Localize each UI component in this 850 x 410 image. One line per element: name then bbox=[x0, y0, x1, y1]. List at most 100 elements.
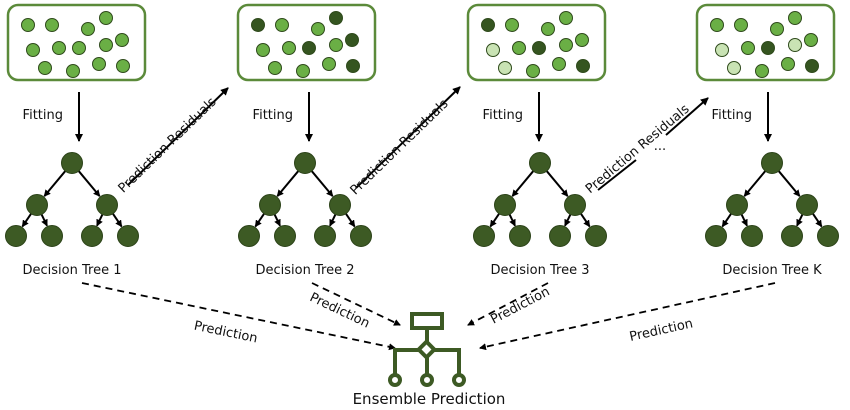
data-point bbox=[804, 33, 818, 47]
data-point bbox=[296, 64, 310, 78]
prediction-arrow-2: Prediction bbox=[307, 282, 401, 332]
tree-leaf-node bbox=[81, 225, 103, 247]
data-point bbox=[505, 18, 519, 32]
data-point bbox=[322, 57, 336, 71]
prediction-arrow-3: Prediction bbox=[467, 282, 552, 328]
prediction-arrow-line bbox=[467, 282, 549, 326]
data-point bbox=[38, 61, 52, 75]
data-point bbox=[552, 57, 566, 71]
tree-internal-node bbox=[796, 194, 818, 216]
decision-tree bbox=[238, 152, 372, 247]
data-point bbox=[805, 59, 819, 73]
data-point bbox=[99, 11, 113, 25]
residual-arrow-line bbox=[665, 97, 709, 136]
tree-leaf-node bbox=[41, 225, 63, 247]
ensemble-left-branch bbox=[393, 348, 419, 376]
tree-edge bbox=[545, 170, 569, 197]
decision-tree bbox=[473, 152, 607, 247]
data-point bbox=[346, 59, 360, 73]
tree-edge bbox=[273, 214, 281, 227]
residual-arrow-label: Prediction Residuals bbox=[116, 95, 220, 197]
data-point bbox=[710, 18, 724, 32]
data-point bbox=[99, 38, 113, 52]
tree-internal-node bbox=[26, 194, 48, 216]
data-point bbox=[21, 18, 35, 32]
tree-internal-node bbox=[494, 194, 516, 216]
data-point bbox=[559, 38, 573, 52]
residual-arrow-line bbox=[355, 86, 461, 189]
fitting-label: Fitting bbox=[253, 108, 293, 123]
tree-edge bbox=[310, 170, 334, 197]
residual-arrow-label: Prediction Residuals bbox=[348, 97, 452, 199]
tree-edge bbox=[489, 213, 500, 228]
tree-root-node bbox=[294, 152, 316, 174]
data-point bbox=[345, 33, 359, 47]
prediction-arrow-label: Prediction bbox=[488, 284, 552, 327]
data-point bbox=[755, 64, 769, 78]
tree-edge bbox=[777, 170, 801, 197]
tree-leaf-node bbox=[549, 225, 571, 247]
tree-leaf-node bbox=[741, 225, 763, 247]
tree-edge bbox=[276, 170, 300, 197]
data-point bbox=[576, 59, 590, 73]
residual-arrow-line bbox=[597, 159, 637, 191]
data-point bbox=[268, 61, 282, 75]
data-point bbox=[275, 18, 289, 32]
tree-internal-node bbox=[329, 194, 351, 216]
residual-arrow-label: Prediction Residuals bbox=[583, 102, 693, 197]
tree-internal-node bbox=[96, 194, 118, 216]
prediction-arrow-4: Prediction bbox=[479, 282, 776, 351]
prediction-arrow-line bbox=[479, 282, 776, 351]
tree-internal-node bbox=[726, 194, 748, 216]
data-point bbox=[526, 64, 540, 78]
residual-arrow-1: Prediction Residuals bbox=[116, 87, 229, 197]
tree-leaf-node bbox=[5, 225, 27, 247]
tree-edge bbox=[796, 214, 804, 227]
tree-leaf-node bbox=[238, 225, 260, 247]
tree-edge bbox=[43, 170, 67, 197]
data-point bbox=[282, 41, 296, 55]
tree-edge bbox=[511, 170, 535, 197]
tree-leaf-node bbox=[705, 225, 727, 247]
tree-leaf-node bbox=[117, 225, 139, 247]
data-point bbox=[311, 22, 325, 36]
tree-leaf-node bbox=[817, 225, 839, 247]
data-point bbox=[788, 11, 802, 25]
data-point bbox=[498, 61, 512, 75]
data-point bbox=[329, 38, 343, 52]
tree-root-node bbox=[61, 152, 83, 174]
prediction-arrow-label: Prediction bbox=[193, 319, 259, 347]
tree-root-node bbox=[529, 152, 551, 174]
data-point bbox=[559, 11, 573, 25]
data-point bbox=[329, 11, 343, 25]
data-point bbox=[256, 43, 270, 57]
tree-edge bbox=[40, 214, 48, 227]
tree-edge bbox=[721, 213, 732, 228]
decision-tree bbox=[705, 152, 839, 247]
tree-label: Decision Tree 1 bbox=[23, 263, 122, 278]
data-point bbox=[788, 38, 802, 52]
data-point bbox=[734, 18, 748, 32]
fitting-label: Fitting bbox=[712, 108, 752, 123]
tree-leaf-node bbox=[274, 225, 296, 247]
ellipsis-label: ... bbox=[654, 139, 666, 154]
data-point bbox=[116, 59, 130, 73]
tree-edge bbox=[508, 214, 516, 227]
tree-internal-node bbox=[564, 194, 586, 216]
data-point bbox=[781, 57, 795, 71]
tree-label: Decision Tree 2 bbox=[256, 263, 355, 278]
tree-edge bbox=[77, 170, 101, 197]
ensemble-leaf-right bbox=[452, 373, 466, 387]
prediction-arrow-label: Prediction bbox=[628, 316, 694, 345]
tree-root-node bbox=[761, 152, 783, 174]
data-point bbox=[115, 33, 129, 47]
ensemble-diamond bbox=[415, 338, 438, 361]
tree-edge bbox=[96, 214, 104, 227]
data-point bbox=[541, 22, 555, 36]
data-point bbox=[512, 41, 526, 55]
data-point bbox=[715, 43, 729, 57]
